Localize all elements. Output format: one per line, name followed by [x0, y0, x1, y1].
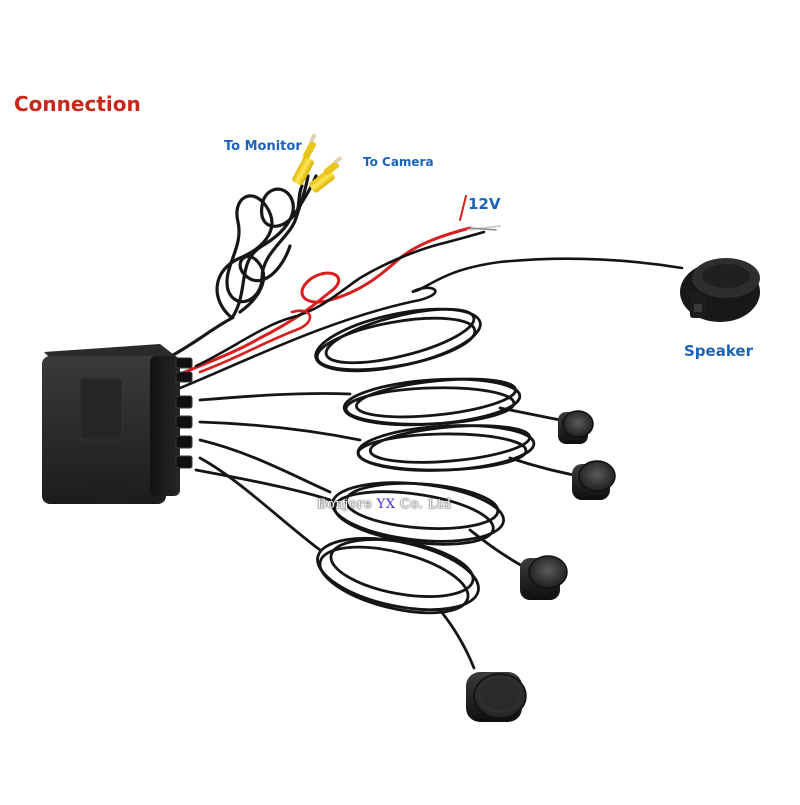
rca-monitor-plug: [292, 133, 317, 186]
power-12v-label: 12V: [468, 195, 501, 213]
watermark-suffix: Co. Ltd: [395, 497, 452, 512]
to-monitor-label: To Monitor: [224, 139, 302, 154]
speaker-label: Speaker: [684, 342, 753, 360]
power-wire: [168, 195, 501, 380]
to-camera-label: To Camera: [363, 155, 434, 169]
connector-ports: [175, 357, 193, 469]
parking-sensor-4: [466, 672, 527, 722]
parking-sensor-1: [558, 410, 594, 444]
page-title: Connection: [14, 92, 141, 116]
watermark-prefix: Bonjore: [317, 497, 377, 512]
watermark: Bonjore YX Co. Ltd: [317, 497, 452, 512]
speaker-cable: [178, 257, 684, 390]
av-cable: [166, 174, 318, 360]
parking-sensor-2: [572, 460, 616, 500]
parking-sensor-3: [520, 555, 568, 600]
watermark-brand: YX: [376, 497, 396, 512]
rca-camera-plug: [309, 155, 343, 193]
control-box: [42, 344, 193, 504]
sensor-cables: [194, 307, 592, 670]
buzzer-speaker: [680, 258, 760, 322]
